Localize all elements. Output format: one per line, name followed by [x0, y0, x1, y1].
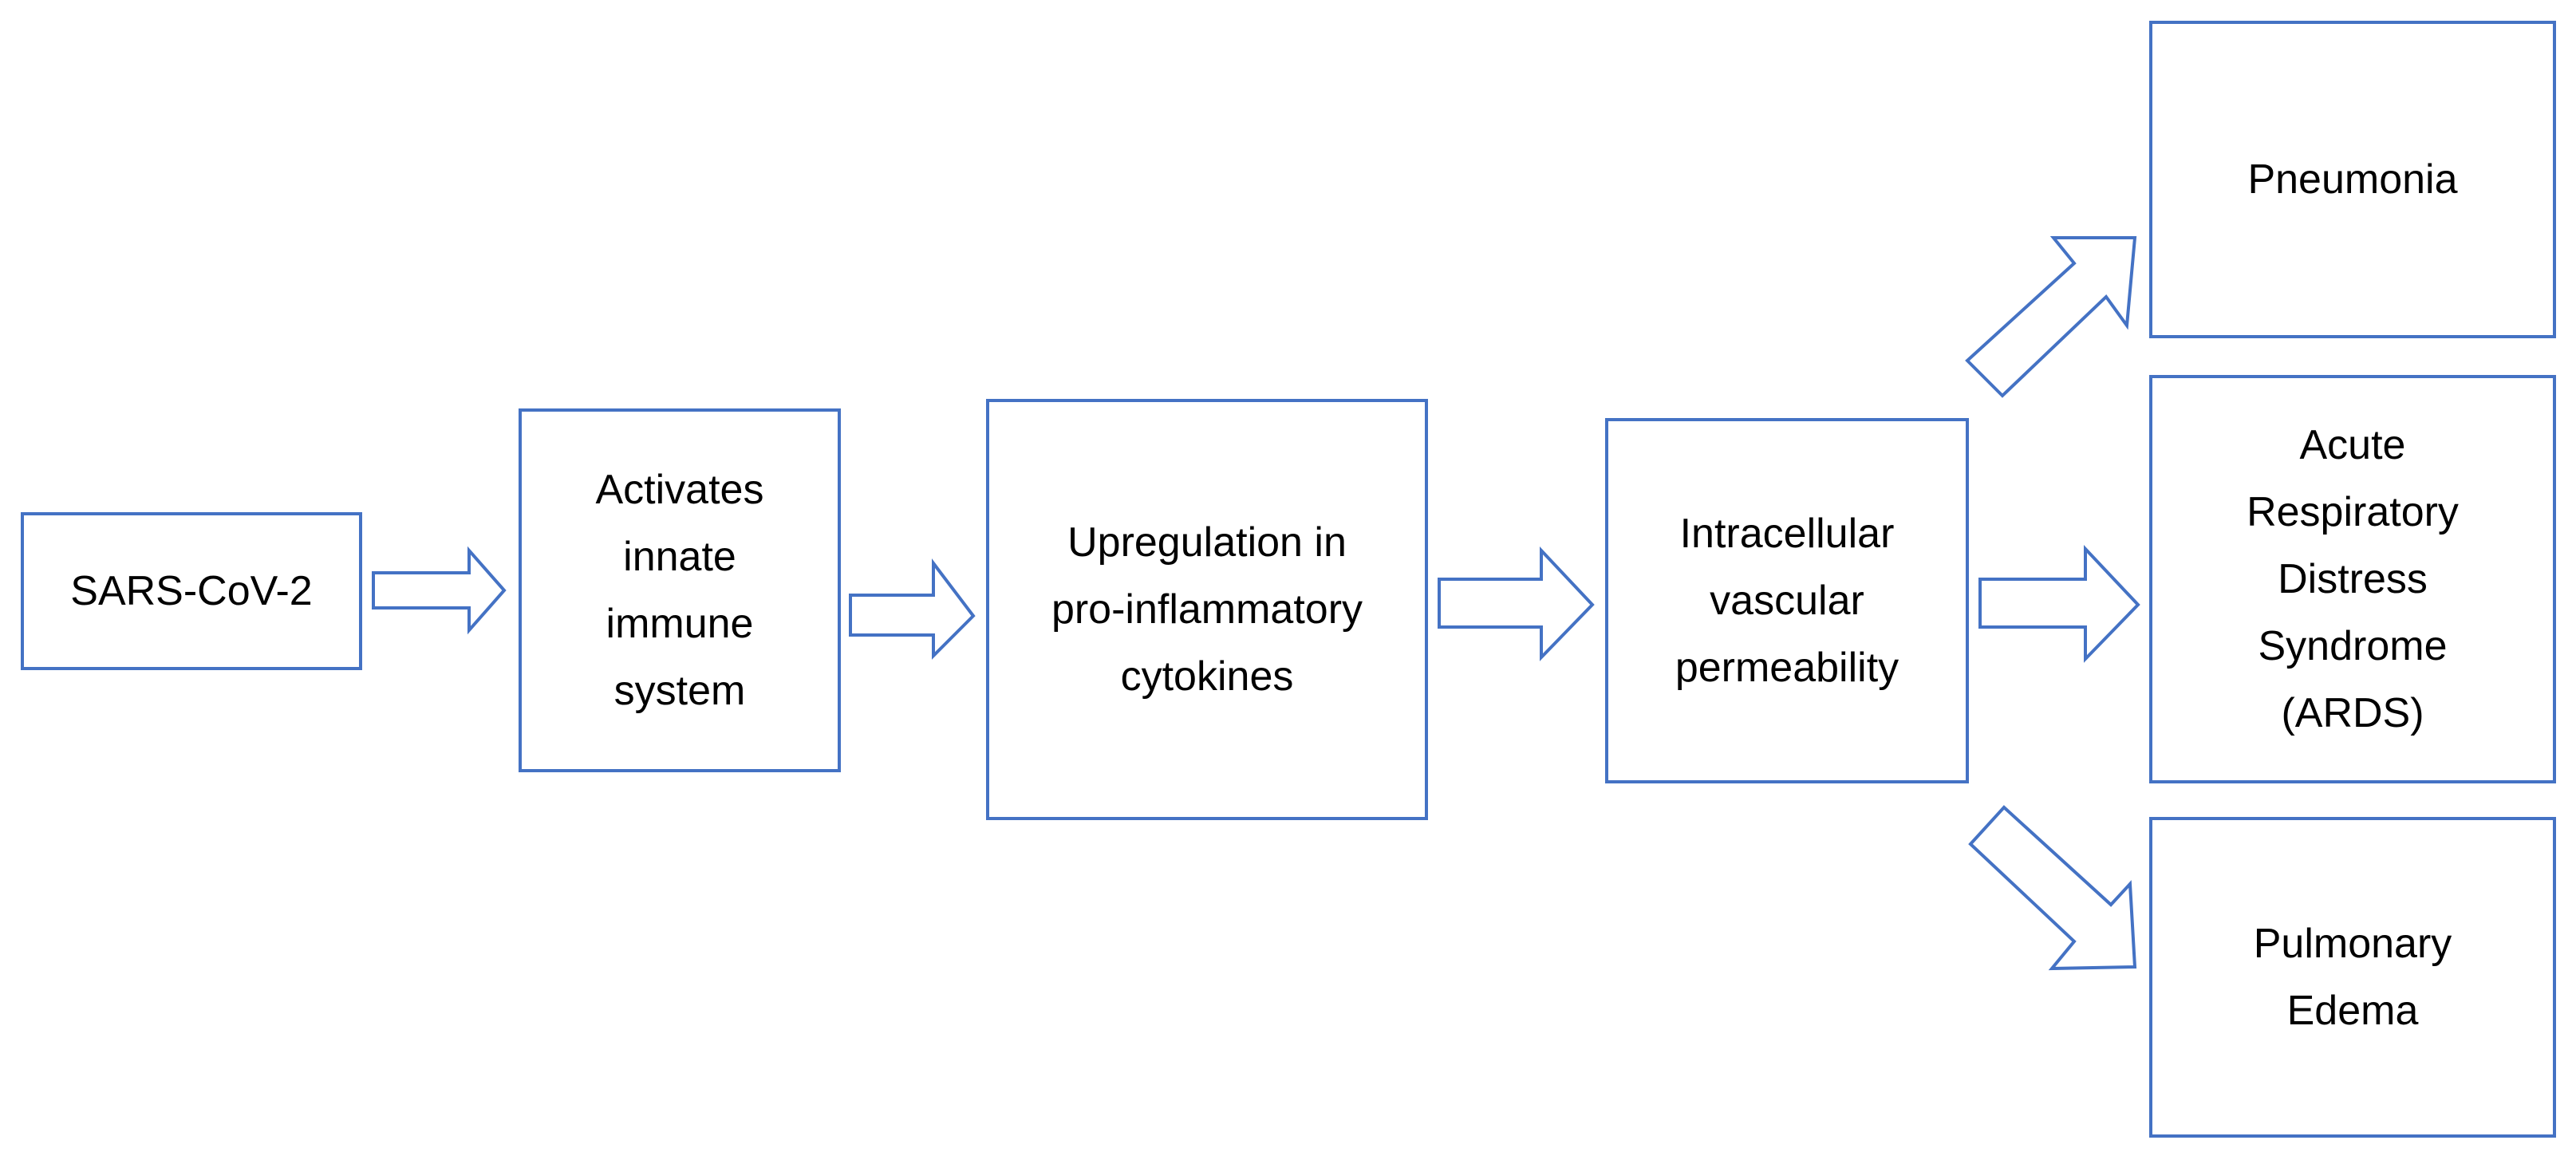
arrow-innate-to-cytokines — [849, 558, 976, 660]
node-pneumonia: Pneumonia — [2149, 21, 2556, 338]
node-sars-cov-2: SARS-CoV-2 — [21, 512, 362, 670]
arrow-sars-to-innate — [372, 546, 507, 635]
arrow-permeability-to-pneumonia — [1965, 236, 2137, 398]
node-pulmonary-edema: Pulmonary Edema — [2149, 817, 2556, 1138]
arrow-permeability-to-edema — [1968, 805, 2137, 971]
node-proinflammatory-cytokines-label: Upregulation in pro-inflammatory cytokin… — [1051, 519, 1363, 700]
node-ards: Acute Respiratory Distress Syndrome (ARD… — [2149, 375, 2556, 783]
node-proinflammatory-cytokines: Upregulation in pro-inflammatory cytokin… — [986, 399, 1428, 820]
arrow-permeability-to-ards — [1978, 544, 2140, 663]
node-pulmonary-edema-label: Pulmonary Edema — [2253, 921, 2452, 1034]
node-sars-cov-2-label: SARS-CoV-2 — [70, 568, 313, 614]
arrow-cytokines-to-permeability — [1438, 546, 1595, 661]
node-ards-label: Acute Respiratory Distress Syndrome (ARD… — [2247, 422, 2459, 736]
node-innate-immune-system-label: Activates innate immune system — [595, 467, 764, 714]
node-innate-immune-system: Activates innate immune system — [519, 408, 841, 772]
node-pneumonia-label: Pneumonia — [2247, 156, 2458, 203]
node-vascular-permeability-label: Intracellular vascular permeability — [1675, 511, 1899, 691]
node-vascular-permeability: Intracellular vascular permeability — [1605, 418, 1969, 783]
